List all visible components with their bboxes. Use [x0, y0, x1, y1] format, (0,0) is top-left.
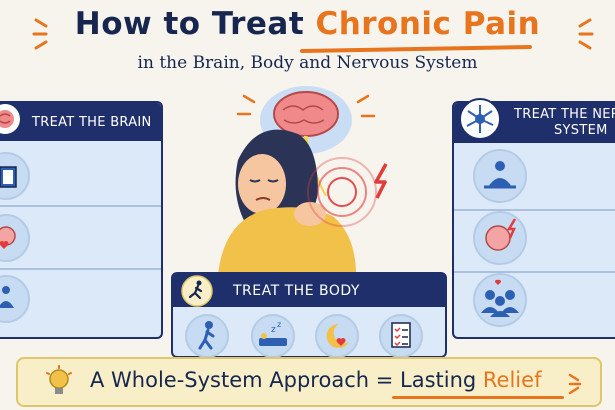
spark-left-icon [32, 18, 48, 50]
page-title: How to Treat Chronic Pain [0, 6, 615, 42]
svg-text:z: z [271, 325, 276, 335]
title-underline [299, 44, 533, 54]
svg-text:z: z [277, 320, 281, 329]
brain-lightning-icon [473, 211, 527, 265]
meditation-icon [0, 275, 30, 323]
banner-text: A Whole-System Approach = Lasting Relief [90, 368, 541, 392]
divider [454, 209, 615, 211]
person-in-pain-illustration [218, 86, 388, 275]
title-highlight: Chronic Pain [315, 6, 541, 42]
nervous-system-panel-label-1: TREAT THE NER [514, 107, 615, 122]
book-icon [0, 152, 30, 200]
brain-panel-header: TREAT THE BRAIN [0, 103, 161, 141]
banner-text-main: A Whole-System Approach = [90, 368, 400, 392]
body-panel-header: TREAT THE BODY [173, 274, 445, 307]
support-group-icon [473, 273, 527, 327]
banner-underline [392, 396, 564, 399]
spark-banner-icon [568, 373, 582, 395]
body-panel-label: TREAT THE BODY [233, 283, 360, 299]
banner-text-relief: Relief [482, 368, 542, 392]
title-text: How to Treat [74, 6, 316, 42]
brain-heart-icon [0, 214, 30, 262]
banner-text-lasting: Lasting [400, 368, 483, 392]
spark-right-icon [578, 18, 594, 50]
moon-heart-icon [315, 314, 359, 358]
brain-panel-label: TREAT THE BRAIN [32, 115, 152, 130]
divider [454, 271, 615, 273]
checklist-icon [379, 314, 423, 358]
divider [0, 268, 161, 270]
brain-icon [0, 104, 20, 134]
running-icon [181, 275, 213, 307]
meditation-icon [473, 149, 527, 203]
page-subtitle: in the Brain, Body and Nervous System [137, 53, 478, 73]
lightbulb-icon [46, 365, 72, 394]
brain-panel: TREAT THE BRAIN [0, 101, 163, 339]
summary-banner: A Whole-System Approach = Lasting Relief [16, 357, 602, 407]
walking-icon [185, 314, 229, 358]
neuron-icon [459, 98, 501, 140]
divider [0, 205, 161, 207]
nervous-system-panel-label-2: SYSTEM [554, 123, 608, 138]
